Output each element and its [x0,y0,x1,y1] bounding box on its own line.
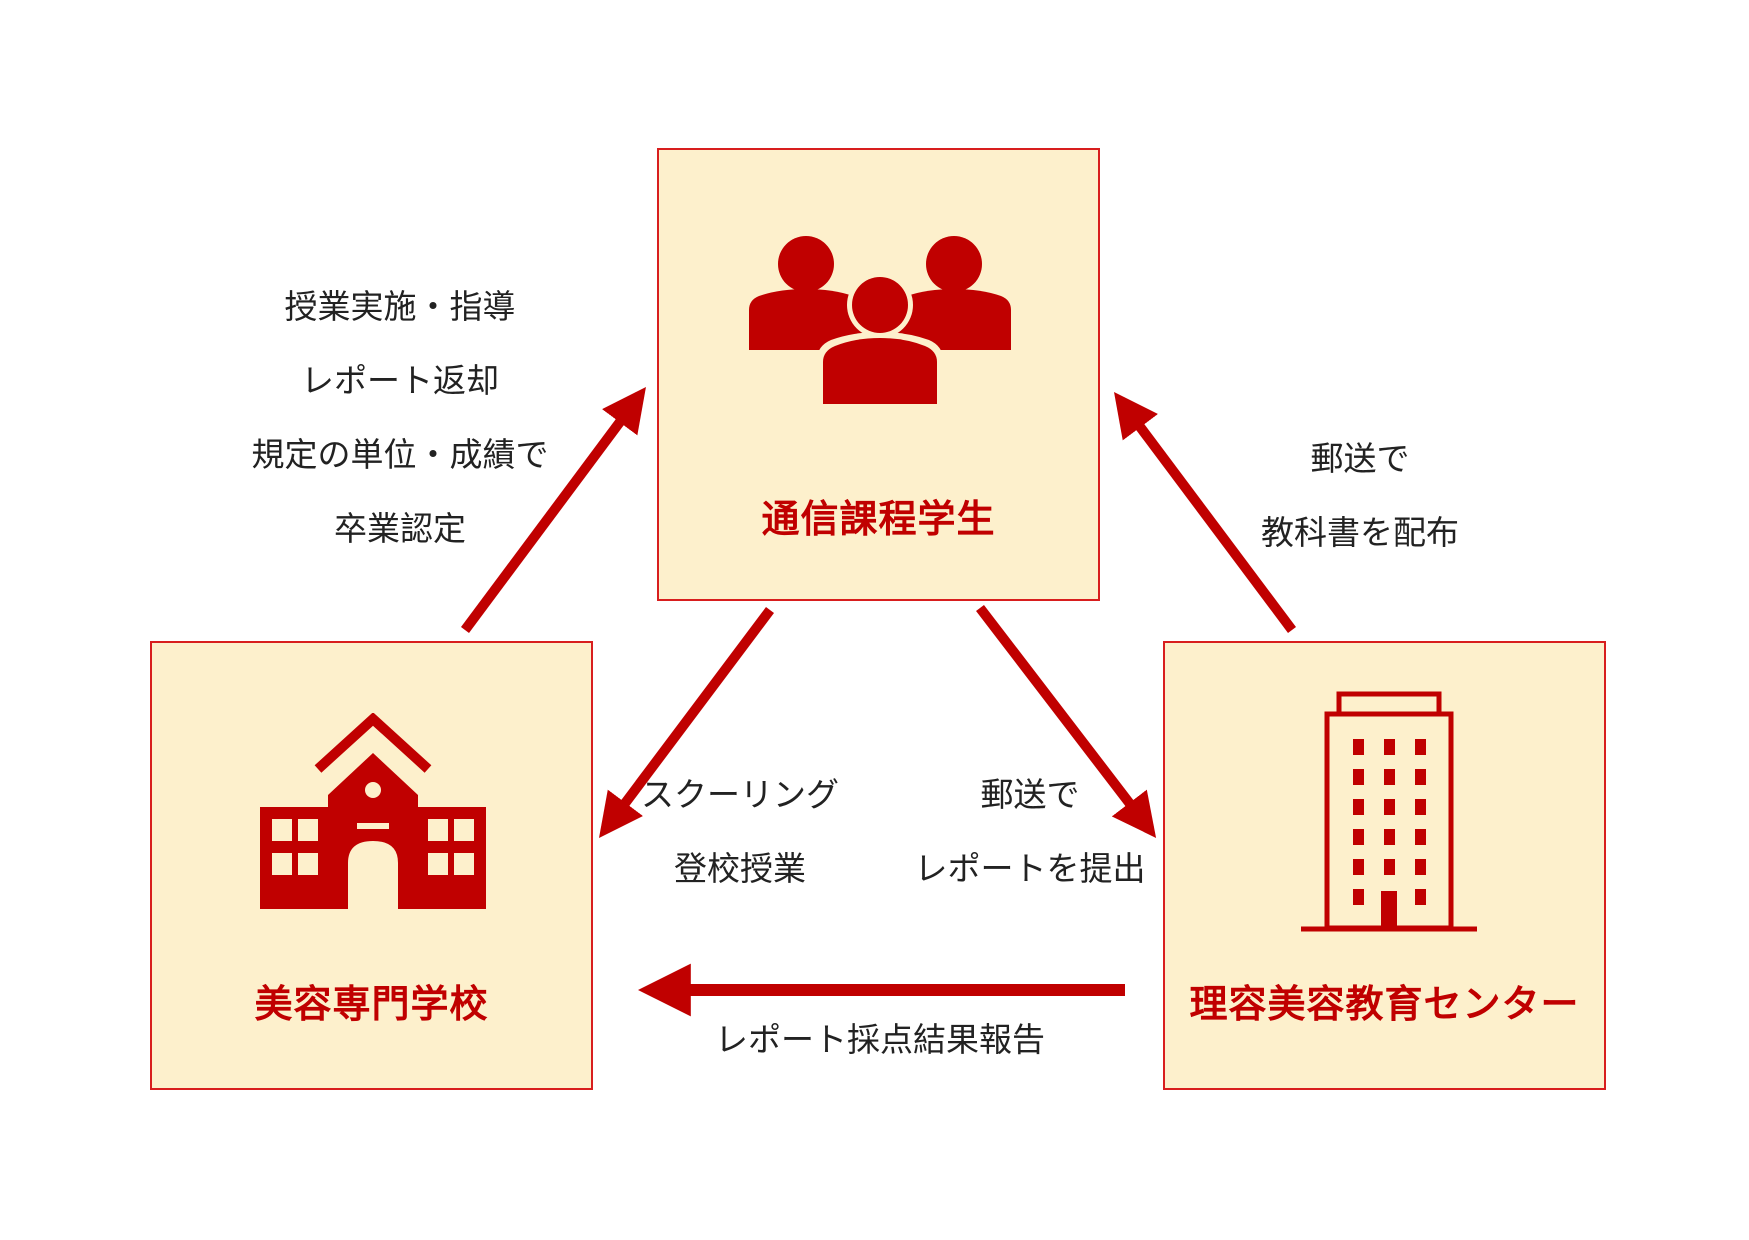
label-line: スクーリング [641,775,839,814]
school-node-title: 美容専門学校 [254,982,489,1026]
student-node: 通信課程学生 [657,148,1100,601]
label-student-to-center: 郵送で レポートを提出 [905,758,1155,906]
label-student-to-school: スクーリング 登校授業 [640,758,840,906]
center-node: 理容美容教育センター [1163,641,1606,1090]
label-line: 規定の単位・成績で [251,435,549,474]
school-node: 美容専門学校 [150,641,593,1090]
label-line: レポートを提出 [914,849,1146,888]
label-line: 教科書を配布 [1261,513,1459,552]
label-line: 郵送で [980,775,1080,814]
label-line: レポート返却 [301,361,499,400]
label-line: 卒業認定 [334,509,466,548]
arrow-student-to-school [599,607,774,838]
label-line: 授業実施・指導 [284,287,516,326]
arrow-center-to-student [1114,391,1297,633]
center-node-title: 理容美容教育センター [1189,982,1580,1026]
label-line: 登校授業 [674,849,806,888]
arrow-student-to-center [976,604,1157,838]
label-center-to-school: レポート採点結果報告 [680,1003,1080,1077]
label-school-to-student: 授業実施・指導 レポート返却 規定の単位・成績で 卒業認定 [220,270,580,566]
office-building-icon [1301,691,1477,932]
label-line: レポート採点結果報告 [715,1020,1045,1059]
people-group-icon [749,236,1011,404]
label-center-to-student: 郵送で 教科書を配布 [1230,422,1490,570]
arrow-school-to-student [460,386,646,633]
label-line: 郵送で [1310,439,1410,478]
school-building-icon [260,713,486,909]
student-node-title: 通信課程学生 [761,497,996,541]
